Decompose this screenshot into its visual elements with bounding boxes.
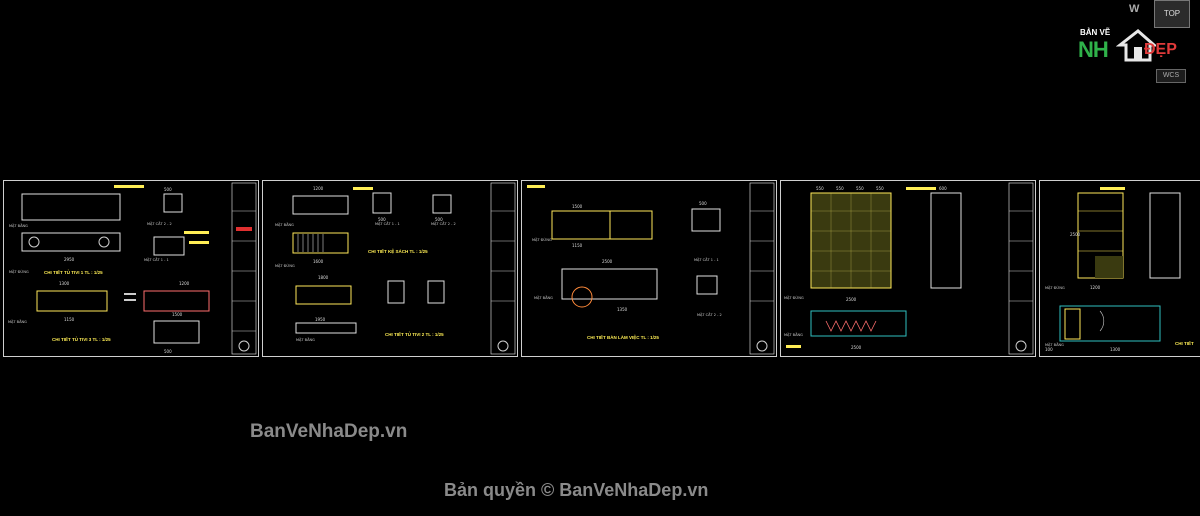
logo-top-text: BẢN VẼ — [1080, 28, 1111, 37]
compass-west-label[interactable]: W — [1129, 3, 1140, 15]
view-label: MẶT ĐỨNG — [9, 269, 29, 274]
view-label: MẶT BẰNG — [9, 223, 28, 228]
dimension-text: 1800 — [318, 275, 329, 280]
drawing-sheet-4[interactable]: 550 550 550 550 2500 2500 600 MẶT ĐỨNG M… — [780, 180, 1036, 357]
view-label: MẶT CẮT 2 - 2 — [147, 221, 172, 226]
drawing-caption: CHI TIẾT BÀN LÀM VIỆC TL : 1/25 — [587, 333, 659, 340]
view-label: MẶT BẰNG — [296, 337, 315, 342]
drawing-caption: CHI TIẾT TỦ TIVI 1 TL : 1/25 — [44, 269, 103, 275]
sheet-3-drawing: 1500 2500 1150 1350 500 MẶT ĐỨNG MẶT BẰN… — [527, 182, 775, 355]
brand-logo: BẢN VẼ NH ĐẸP — [1076, 27, 1194, 67]
dimension-text: 550 — [816, 186, 824, 191]
dimension-text: 500 — [699, 201, 707, 206]
watermark-text: BanVeNhaDep.vn — [250, 421, 408, 442]
sheet-5-drawing: 2500 1200 1300 100 MẶT ĐỨNG MẶT BẰNG CHI… — [1045, 187, 1194, 352]
dimension-text: 2500 — [851, 345, 862, 350]
drawing-sheet-1[interactable]: 2950 1300 1150 1200 1500 500 500 MẶT BẰN… — [3, 180, 259, 357]
dimension-text: 2500 — [602, 259, 613, 264]
drawing-sheet-3[interactable]: 1500 2500 1150 1350 500 MẶT ĐỨNG MẶT BẰN… — [521, 180, 777, 357]
view-label: MẶT CẮT 2 - 2 — [697, 312, 722, 317]
drawing-caption: CHI TIẾT KỆ SÁCH TL : 1/25 — [368, 247, 428, 254]
dimension-text: 1300 — [1110, 347, 1121, 352]
dimension-text: 2950 — [64, 257, 75, 262]
dimension-text: 1150 — [64, 317, 75, 322]
view-label: MẶT ĐỨNG — [275, 263, 295, 268]
dimension-text: 1200 — [313, 186, 324, 191]
house-icon — [1116, 29, 1156, 62]
view-label: MẶT CẮT 2 - 2 — [431, 221, 456, 226]
dimension-text: 500 — [378, 217, 386, 222]
dimension-text: 1500 — [172, 312, 183, 317]
dimension-text: 1600 — [313, 259, 324, 264]
drawing-sheet-2[interactable]: 1200 1600 1950 1800 500 500 MẶT BẰNG MẶT… — [262, 180, 518, 357]
dimension-text: 2500 — [1070, 232, 1081, 237]
view-label: MẶT BẰNG — [8, 319, 27, 324]
view-label: MẶT BẰNG — [534, 295, 553, 300]
dimension-text: 500 — [164, 349, 172, 354]
view-label: MẶT CẮT 1 - 1 — [144, 257, 169, 262]
logo-accent-text: ĐẸP — [1144, 41, 1177, 58]
view-label: MẶT ĐỨNG — [1045, 285, 1065, 290]
dimension-text: 100 — [1045, 347, 1053, 352]
copyright-watermark: Bản quyền © BanVeNhaDep.vn — [444, 480, 709, 500]
drawing-sheet-5[interactable]: 2500 1200 1300 100 MẶT ĐỨNG MẶT BẰNG CHI… — [1039, 180, 1200, 357]
drawing-caption: CHI TIẾT TỦ TIVI 2 TL : 1/25 — [385, 331, 444, 337]
dimension-text: 550 — [836, 186, 844, 191]
view-label: MẶT ĐỨNG — [532, 237, 552, 242]
dimension-text: 1500 — [572, 204, 583, 209]
dimension-text: 2500 — [846, 297, 857, 302]
dimension-text: 500 — [435, 217, 443, 222]
dimension-text: 1300 — [59, 281, 70, 286]
dimension-text: 550 — [856, 186, 864, 191]
view-label: MẶT CẮT 1 - 1 — [694, 257, 719, 262]
dimension-text: 500 — [164, 187, 172, 192]
view-label: MẶT BẰNG — [784, 332, 803, 337]
sheet-4-drawing: 550 550 550 550 2500 2500 600 MẶT ĐỨNG M… — [784, 182, 1034, 355]
ucs-menu-button[interactable]: WCS — [1156, 69, 1186, 83]
logo-main-text: NH — [1078, 37, 1109, 62]
dimension-text: 600 — [939, 186, 947, 191]
dimension-text: 1350 — [617, 307, 628, 312]
dimension-text: 550 — [876, 186, 884, 191]
viewcube-top-face[interactable]: TOP — [1154, 0, 1190, 28]
dimension-text: 1200 — [1090, 285, 1101, 290]
view-label: MẶT BẰNG — [1045, 342, 1064, 347]
view-label: MẶT BẰNG — [275, 222, 294, 227]
dimension-text: 1200 — [179, 281, 190, 286]
sheet-1-drawing: 2950 1300 1150 1200 1500 500 500 MẶT BẰN… — [8, 182, 257, 355]
view-label: MẶT ĐỨNG — [784, 295, 804, 300]
dimension-text: 1150 — [572, 243, 583, 248]
view-label: MẶT CẮT 1 - 1 — [375, 221, 400, 226]
dimension-text: 1950 — [315, 317, 326, 322]
drawing-caption: CHI TIẾT — [1175, 340, 1194, 346]
drawing-caption: CHI TIẾT TỦ TIVI 3 TL : 1/25 — [52, 336, 111, 342]
sheet-2-drawing: 1200 1600 1950 1800 500 500 MẶT BẰNG MẶT… — [275, 182, 516, 355]
